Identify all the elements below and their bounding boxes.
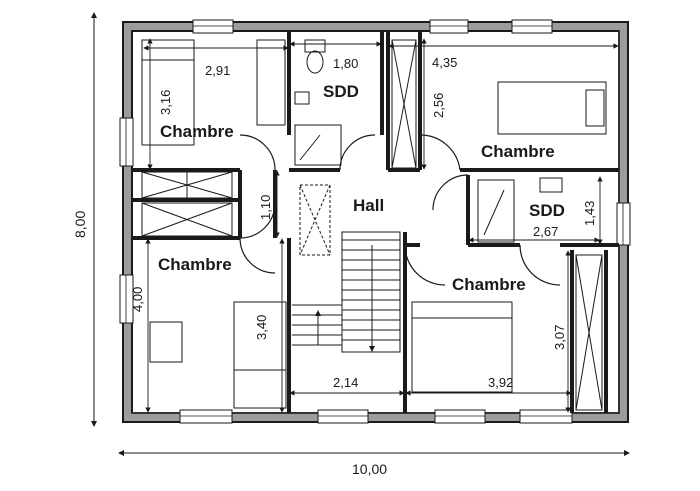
dim-sdd-top-width: 1,80 <box>333 56 358 71</box>
room-label-chambre-top-right: Chambre <box>481 142 555 161</box>
dim-overall-height: 8,00 <box>72 211 88 238</box>
dim-br-width: 3,92 <box>488 375 513 390</box>
window-panes <box>125 25 624 417</box>
dim-tr-closet: 2,56 <box>431 93 446 118</box>
exterior-wall-fill <box>124 23 627 421</box>
interior-walls <box>132 31 619 413</box>
windows <box>119 19 631 424</box>
dim-tl-depth: 3,16 <box>158 90 173 115</box>
room-label-hall: Hall <box>353 196 384 215</box>
room-label-chambre-bottom-right: Chambre <box>452 275 526 294</box>
room-label-sdd-top: SDD <box>323 82 359 101</box>
dim-overall-width: 10,00 <box>352 461 387 477</box>
closets <box>141 39 603 411</box>
room-label-chambre-bottom-left: Chambre <box>158 255 232 274</box>
room-label-sdd-right: SDD <box>529 201 565 220</box>
dim-hall-depth: 1,10 <box>258 195 273 220</box>
exterior-dimension-lines <box>91 12 630 456</box>
dim-bl-closet: 3,40 <box>254 315 269 340</box>
dim-sdd-right-width: 2,67 <box>533 224 558 239</box>
dim-stair-width: 2,14 <box>333 375 358 390</box>
dim-tr-width: 4,35 <box>432 55 457 70</box>
dim-tl-width: 2,91 <box>205 63 230 78</box>
dim-br-depth: 3,07 <box>552 325 567 350</box>
dim-bl-depth: 4,00 <box>130 287 145 312</box>
room-label-chambre-top-left: Chambre <box>160 122 234 141</box>
stairs <box>292 231 401 353</box>
dim-sdd-right-depth: 1,43 <box>582 201 597 226</box>
interior-dimension-lines <box>143 38 619 413</box>
